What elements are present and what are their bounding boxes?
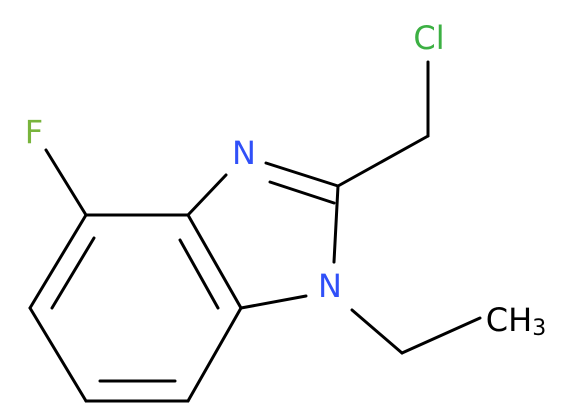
atom-ch3-main: CH — [486, 301, 532, 339]
bond-n1-ch2 — [350, 308, 404, 355]
atom-ch3-subscript: 3 — [532, 316, 546, 341]
bond-n3-c2 — [264, 161, 340, 188]
bond-c5-c6 — [28, 306, 88, 403]
atom-n1-label: N — [318, 267, 342, 305]
bond-c7a-c3a — [186, 213, 243, 310]
atom-ch3-label: CH3 — [486, 301, 546, 341]
bond-c3a-n3 — [186, 173, 228, 217]
atom-n3-label: N — [232, 134, 256, 172]
atom-f-label: F — [25, 113, 43, 151]
bond-c4-f — [44, 148, 88, 217]
atom-cl-label: Cl — [413, 19, 444, 57]
bond-ch2-ch3 — [400, 316, 482, 355]
bond-c4-c5 — [28, 213, 88, 310]
bond-c2-ch2 — [336, 134, 430, 188]
bond-inner-c7a-c3a — [178, 238, 220, 310]
bond-c2-n1 — [332, 184, 340, 264]
bond-n1-c7a — [239, 294, 308, 310]
bond-inner-c4-c5 — [50, 236, 96, 310]
bond-n3-c2-double — [268, 180, 336, 205]
bond-c7-c7a — [186, 306, 243, 403]
